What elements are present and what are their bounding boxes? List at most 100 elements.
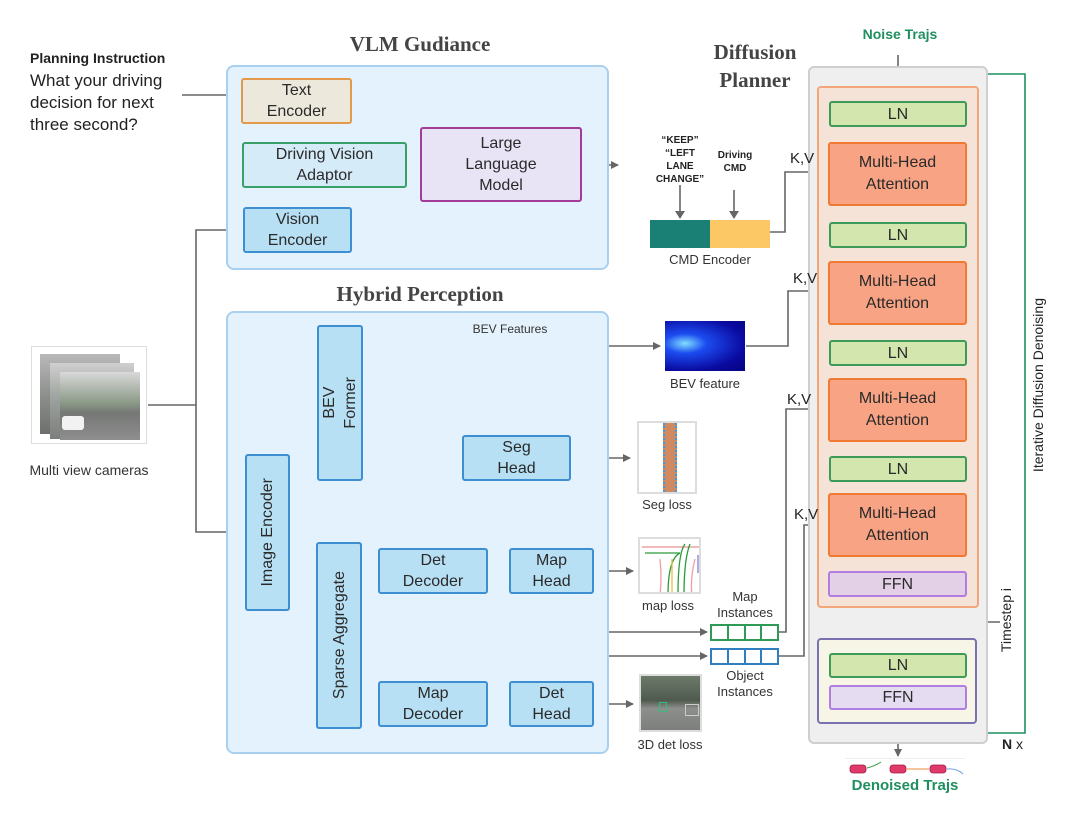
map-head-block: Map Head — [509, 548, 594, 594]
block-label: Seg — [502, 439, 531, 456]
camera-view-front — [60, 372, 140, 440]
3d-det-loss-label: 3D det loss — [637, 737, 703, 752]
text-encoder-block: Text Encoder — [241, 78, 352, 124]
instance-cell — [760, 624, 779, 641]
cmd-text: LANE — [666, 161, 694, 172]
cmd-text: CHANGE” — [655, 174, 705, 185]
block-label: Attention — [865, 412, 930, 429]
bev-feature-label: BEV feature — [669, 376, 741, 391]
block-label: Decoder — [402, 706, 464, 723]
timestep-label-wrap: Timestep i — [998, 580, 1014, 660]
map-instances-cells — [710, 624, 779, 641]
ln-block: LN — [829, 222, 967, 248]
block-label: Multi-Head — [858, 505, 937, 522]
map-instances-label: Map Instances — [705, 589, 785, 621]
vehicle-icon — [889, 764, 907, 774]
image-encoder-block: Image Encoder — [245, 454, 290, 611]
ln-block: LN — [829, 653, 967, 678]
cmd-encoder-right-segment — [710, 220, 770, 248]
label-line: Object — [726, 668, 764, 683]
vehicle-icon — [849, 764, 867, 774]
det-decoder-block: Det Decoder — [378, 548, 488, 594]
cmd-arrows — [675, 185, 739, 219]
diffusion-planner-title: Diffusion Planner — [690, 38, 820, 94]
label-line: Instances — [717, 605, 773, 620]
det-box — [659, 702, 667, 712]
denoised-trajs-illustration — [845, 758, 965, 775]
cmd-text: “KEEP” — [661, 135, 699, 146]
block-label: Head — [532, 706, 571, 723]
det-head-block: Det Head — [509, 681, 594, 727]
n-bold: N — [1002, 736, 1013, 752]
cmd-text: “LEFT — [665, 148, 695, 159]
object-instances-label: Object Instances — [705, 668, 785, 700]
sparse-aggregate-block: Sparse Aggregate — [316, 542, 362, 729]
kv-label: K,V — [794, 506, 819, 523]
block-label: Language — [465, 156, 537, 173]
kv-label: K,V — [790, 150, 815, 167]
block-label: Sparse Aggregate — [330, 571, 348, 700]
seg-loss-image — [637, 421, 697, 494]
block-label: Map — [417, 685, 449, 702]
block-label: Attention — [865, 527, 930, 544]
block-label: Attention — [865, 176, 930, 193]
denoised-trajs-label: Denoised Trajs — [851, 777, 959, 794]
instruction-line: decision for next — [30, 93, 154, 112]
noise-trajs-label: Noise Trajs — [862, 26, 938, 42]
vehicle-icon — [929, 764, 947, 774]
instruction-text: What your driving decision for next thre… — [30, 70, 162, 136]
hybrid-perception-title: Hybrid Perception — [336, 282, 504, 306]
block-label: Encoder — [266, 103, 327, 120]
block-label: Driving Vision — [275, 146, 374, 163]
block-label: Text — [281, 82, 312, 99]
block-label: Encoder — [267, 232, 328, 249]
block-label: Head — [497, 460, 536, 477]
block-label: Det — [539, 685, 564, 702]
arrow-kv-cmd — [770, 168, 826, 233]
map-loss-image — [638, 537, 701, 594]
ffn-block: FFN — [829, 685, 967, 710]
n-x: x — [1016, 736, 1024, 752]
label-line: Instances — [717, 684, 773, 699]
det-box — [685, 704, 699, 716]
bev-features-label: BEV Features — [472, 322, 548, 336]
ln-block: LN — [829, 340, 967, 366]
driving-cmd-label: Driving CMD — [710, 149, 760, 175]
object-instances-cells — [710, 648, 779, 665]
seg-loss-label: Seg loss — [642, 497, 692, 512]
large-language-model-block: Large Language Model — [420, 127, 582, 202]
arrow-to-vision-encoder — [195, 226, 241, 405]
block-label: Adaptor — [296, 167, 353, 184]
vlm-guidance-title: VLM Gudiance — [349, 32, 491, 56]
vision-encoder-block: Vision Encoder — [243, 207, 352, 253]
map-loss-label: map loss — [641, 598, 695, 613]
block-label: Map — [535, 552, 568, 569]
kv-label: K,V — [787, 391, 812, 408]
instance-cell — [760, 648, 779, 665]
n-times-label: N x — [1002, 736, 1023, 752]
block-label: Det — [420, 552, 446, 569]
car-shape — [62, 416, 84, 430]
block-label: Image Encoder — [259, 478, 276, 587]
block-label: Multi-Head — [858, 273, 937, 290]
arrow-kv-map — [779, 405, 826, 633]
output-head-container — [817, 638, 977, 724]
ffn-block: FFN — [828, 571, 967, 597]
block-label: Model — [479, 177, 523, 194]
cmd-encoder-left-segment — [650, 220, 710, 248]
multi-view-cameras-label: Multi view cameras — [29, 462, 149, 478]
block-label: Attention — [865, 295, 930, 312]
cmd-encoder-label: CMD Encoder — [669, 252, 751, 267]
3d-det-loss-image — [639, 674, 702, 732]
iterative-diffusion-denoising-label: Iterative Diffusion Denoising — [1030, 297, 1046, 473]
block-label-line: BEV — [321, 387, 338, 420]
kv-label: K,V — [793, 270, 818, 287]
seg-road-strip — [663, 423, 677, 492]
label-line: Map — [732, 589, 758, 604]
map-decoder-block: Map Decoder — [378, 681, 488, 727]
